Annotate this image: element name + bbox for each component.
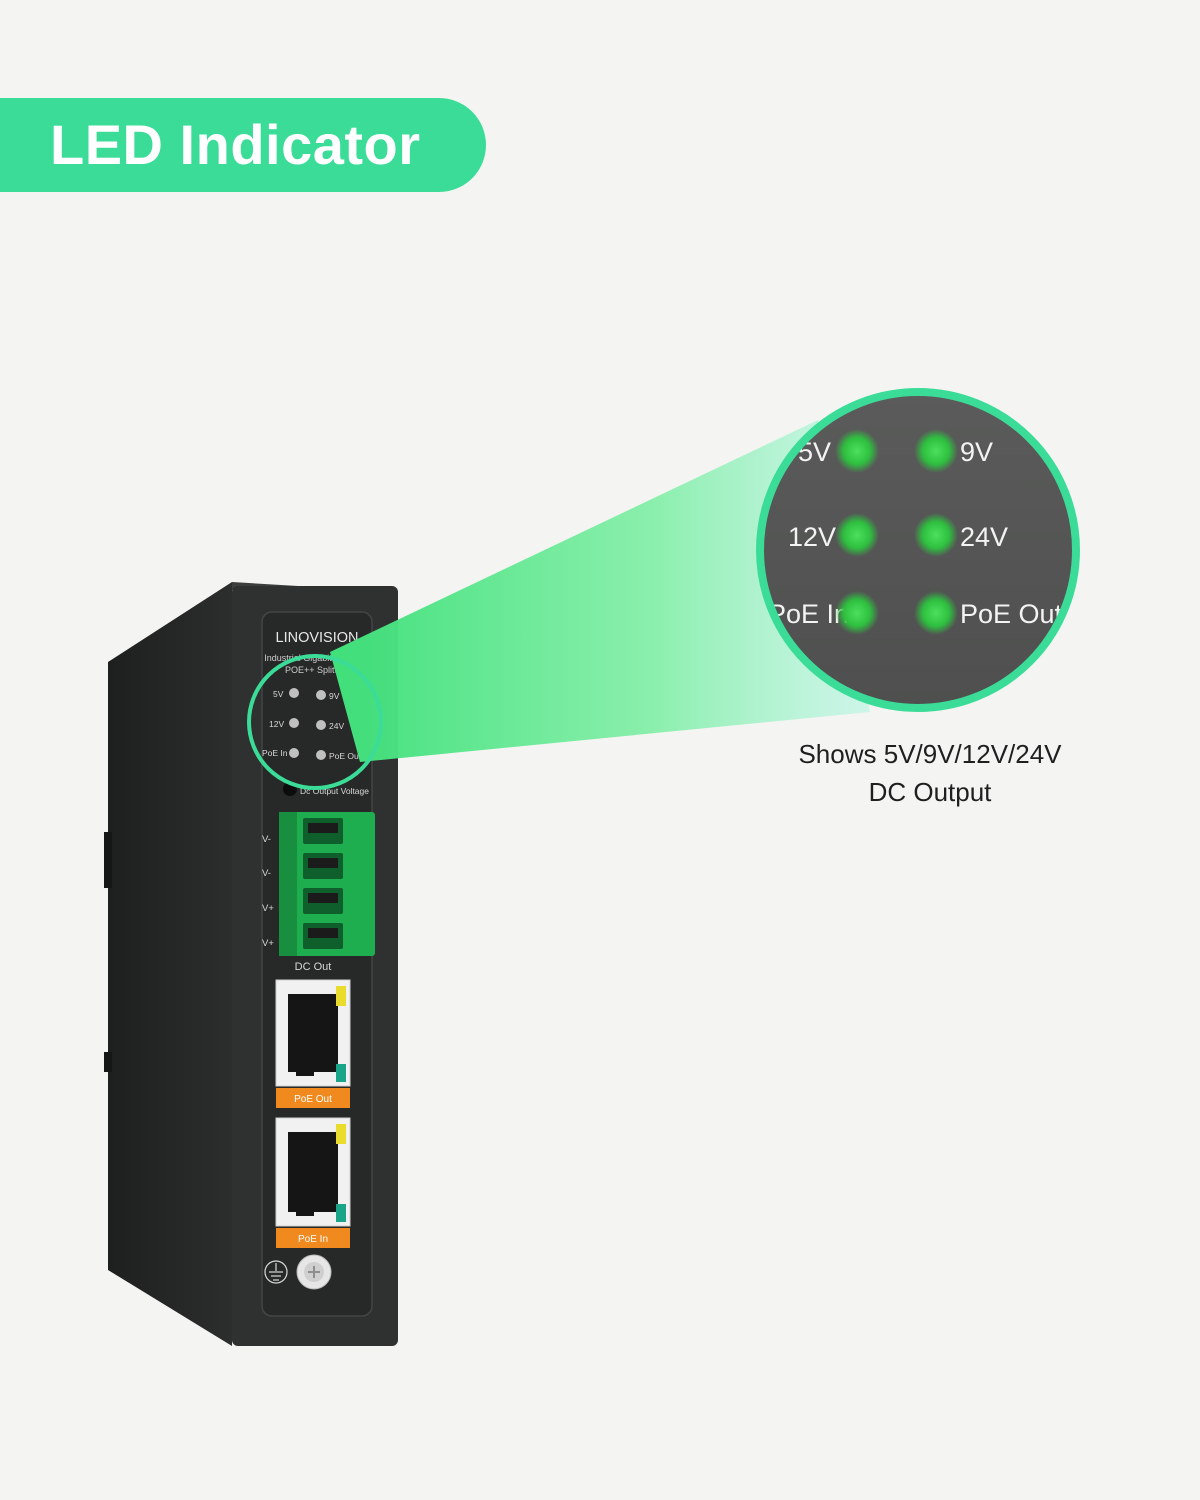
terminal-label-2: V- bbox=[262, 868, 271, 879]
device-led-12v-label: 12V bbox=[269, 719, 284, 729]
zoom-led-poeout bbox=[914, 591, 958, 635]
dc-out-label: DC Out bbox=[295, 961, 332, 973]
device-led-24v bbox=[316, 720, 326, 730]
zoom-led-5v bbox=[835, 429, 879, 473]
ground-icon bbox=[264, 1260, 288, 1284]
zoom-label-9v: 9V bbox=[960, 437, 993, 467]
din-clip-lower bbox=[104, 1052, 112, 1072]
banner-title: LED Indicator bbox=[50, 113, 421, 176]
dc-voltage-label: Dc Output Voltage bbox=[300, 786, 369, 796]
zoom-beam bbox=[330, 420, 870, 762]
device-led-5v bbox=[289, 688, 299, 698]
device-led-poeout-label: PoE Out bbox=[329, 751, 362, 761]
device-led-9v bbox=[316, 690, 326, 700]
device-led-24v-label: 24V bbox=[329, 721, 344, 731]
terminal-label-4: V+ bbox=[262, 938, 274, 949]
device-side-panel bbox=[108, 582, 232, 1346]
terminal-label-3: V+ bbox=[262, 903, 274, 914]
terminal-label-1: V- bbox=[262, 834, 271, 845]
model-line2: POE++ Splitter bbox=[285, 665, 345, 675]
din-clip-upper bbox=[104, 832, 112, 888]
device-led-poein bbox=[289, 748, 299, 758]
brand-label: LINOVISION bbox=[276, 630, 359, 646]
caption-line2: DC Output bbox=[868, 777, 992, 807]
caption: Shows 5V/9V/12V/24V DC Output bbox=[740, 735, 1120, 811]
rj45-port-poe-out bbox=[275, 979, 351, 1108]
zoom-led-12v bbox=[835, 513, 879, 557]
device-led-9v-label: 9V bbox=[329, 691, 340, 701]
port-label-poe-out: PoE Out bbox=[294, 1094, 332, 1105]
port-label-poe-in: PoE In bbox=[298, 1234, 328, 1245]
zoom-label-12v: 12V bbox=[788, 522, 836, 552]
device-led-highlight-ring bbox=[247, 654, 383, 790]
device-led-group: 5V 9V 12V 24V PoE In PoE Out bbox=[262, 688, 362, 761]
device-led-poeout bbox=[316, 750, 326, 760]
caption-line1: Shows 5V/9V/12V/24V bbox=[798, 739, 1062, 769]
device-led-5v-label: 5V bbox=[273, 689, 284, 699]
zoom-led-9v bbox=[914, 429, 958, 473]
led-zoom-circle: 5V 9V 12V 24V PoE In PoE Out bbox=[756, 388, 1080, 712]
rj45-port-poe-in bbox=[275, 1117, 351, 1248]
device-led-poein-label: PoE In bbox=[262, 748, 288, 758]
device-led-12v bbox=[289, 718, 299, 728]
zoom-led-24v bbox=[914, 513, 958, 557]
terminal-block bbox=[279, 812, 375, 956]
zoom-label-poeout: PoE Out bbox=[960, 599, 1063, 629]
zoom-led-poein bbox=[835, 591, 879, 635]
title-banner: LED Indicator bbox=[0, 98, 486, 192]
zoom-label-24v: 24V bbox=[960, 522, 1008, 552]
ground-screw-icon bbox=[296, 1254, 332, 1290]
